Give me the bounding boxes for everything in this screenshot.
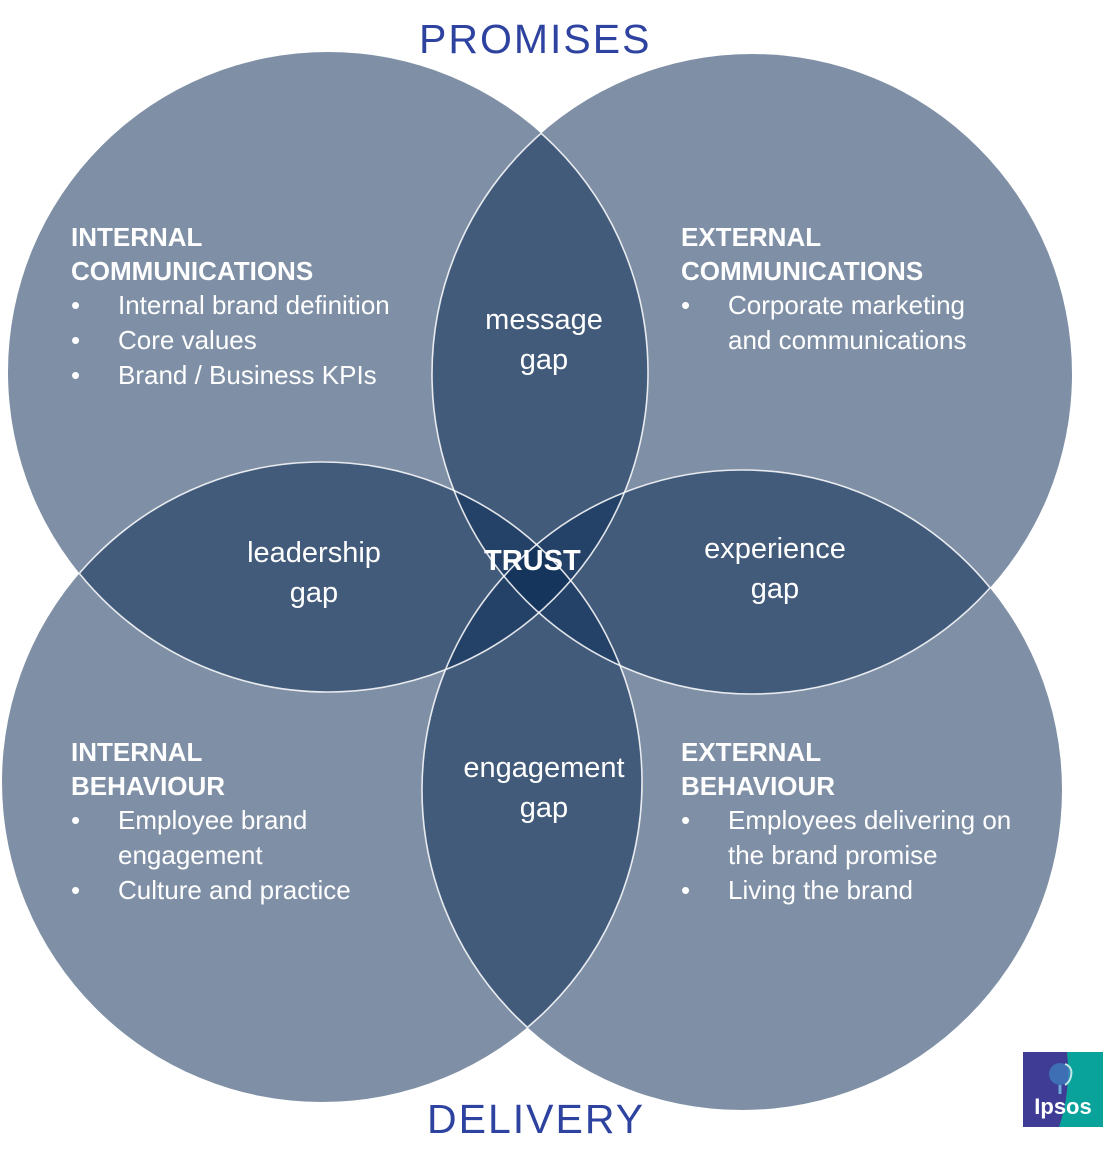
internal-behaviour-block: INTERNAL BEHAVIOUR •Employee brand engag… (71, 735, 401, 908)
bullet-icon: • (681, 805, 691, 835)
bullet-icon: • (71, 875, 81, 905)
list-item: •Culture and practice (71, 873, 401, 908)
promises-title: PROMISES (419, 16, 652, 62)
bullet-icon: • (71, 325, 81, 355)
list-item: •Internal brand definition (71, 288, 451, 323)
delivery-title: DELIVERY (427, 1096, 646, 1142)
internal-communications-block: INTERNAL COMMUNICATIONS •Internal brand … (71, 220, 451, 393)
bullet-icon: • (681, 290, 691, 320)
list-item: •Living the brand (681, 873, 1021, 908)
list-item: •Employees delivering on the brand promi… (681, 805, 1012, 870)
bullet-icon: • (71, 805, 81, 835)
internal-communications-list: •Internal brand definition •Core values … (71, 288, 451, 393)
list-item: •Core values (71, 323, 451, 358)
external-behaviour-list: •Employees delivering on the brand promi… (681, 803, 1021, 908)
internal-behaviour-heading: INTERNAL BEHAVIOUR (71, 737, 226, 801)
internal-behaviour-list: •Employee brand engagement •Culture and … (71, 803, 401, 908)
internal-communications-heading: INTERNAL COMMUNICATIONS (71, 222, 314, 286)
list-item: •Brand / Business KPIs (71, 358, 451, 393)
ipsos-logo: Ipsos (1023, 1052, 1103, 1127)
trust-label: TRUST (484, 545, 581, 577)
external-communications-list: •Corporate marketing and communications (681, 288, 1011, 358)
bullet-icon: • (71, 290, 81, 320)
external-behaviour-block: EXTERNAL BEHAVIOUR •Employees delivering… (681, 735, 1021, 908)
ipsos-logo-text: Ipsos (1034, 1094, 1091, 1119)
external-communications-block: EXTERNAL COMMUNICATIONS •Corporate marke… (681, 220, 1011, 358)
external-communications-heading: EXTERNAL COMMUNICATIONS (681, 222, 924, 286)
ipsos-logo-icon: Ipsos (1023, 1052, 1103, 1127)
bullet-icon: • (71, 360, 81, 390)
list-item: •Employee brand engagement (71, 805, 308, 870)
external-behaviour-heading: EXTERNAL BEHAVIOUR (681, 737, 836, 801)
list-item: •Corporate marketing and communications (681, 290, 967, 355)
external-behaviour-circle (422, 470, 1062, 1110)
bullet-icon: • (681, 875, 691, 905)
